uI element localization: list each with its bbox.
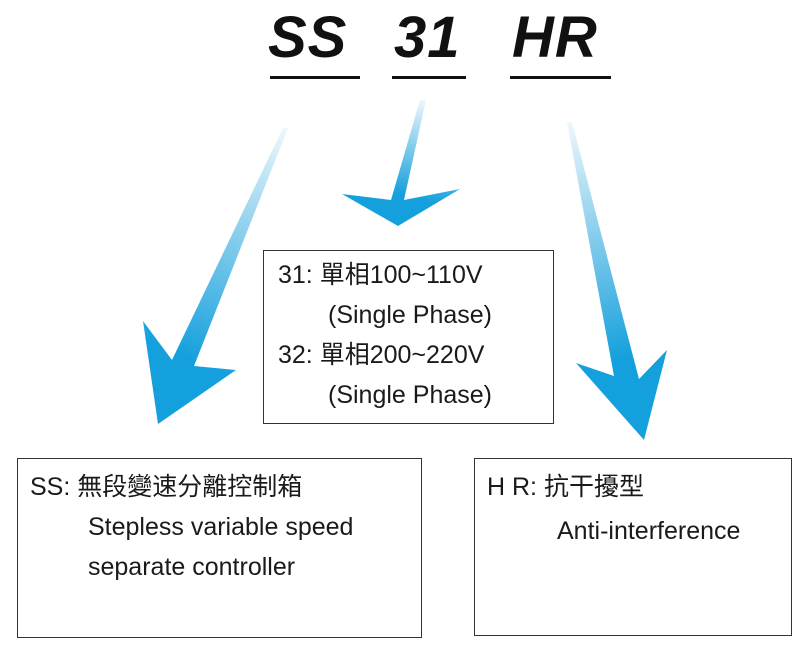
voltage-line-31: 31: 單相100~110V xyxy=(278,261,483,289)
ss-title: SS: 無段變速分離控制箱 xyxy=(30,473,303,501)
ss-desc-line1: Stepless variable speed xyxy=(88,513,354,541)
code-hr: HR xyxy=(512,5,598,70)
voltage-line-31-phase: (Single Phase) xyxy=(328,301,492,329)
underline-31 xyxy=(392,76,466,79)
voltage-box: 31: 單相100~110V (Single Phase) 32: 單相200~… xyxy=(263,250,554,424)
underline-hr xyxy=(510,76,611,79)
ss-box: SS: 無段變速分離控制箱 Stepless variable speed se… xyxy=(17,458,422,638)
code-ss: SS xyxy=(268,5,348,70)
arrow-left-icon xyxy=(143,128,288,424)
hr-desc: Anti-interference xyxy=(557,517,741,545)
ss-desc-line2: separate controller xyxy=(88,553,296,581)
arrow-right-icon xyxy=(567,122,667,440)
voltage-line-32: 32: 單相200~220V xyxy=(278,341,485,369)
hr-title: H R: 抗干擾型 xyxy=(487,473,644,501)
underline-ss xyxy=(270,76,360,79)
code-31: 31 xyxy=(394,5,461,70)
arrow-middle-icon xyxy=(342,100,460,226)
hr-box: H R: 抗干擾型 Anti-interference xyxy=(474,458,792,636)
voltage-line-32-phase: (Single Phase) xyxy=(328,381,492,409)
